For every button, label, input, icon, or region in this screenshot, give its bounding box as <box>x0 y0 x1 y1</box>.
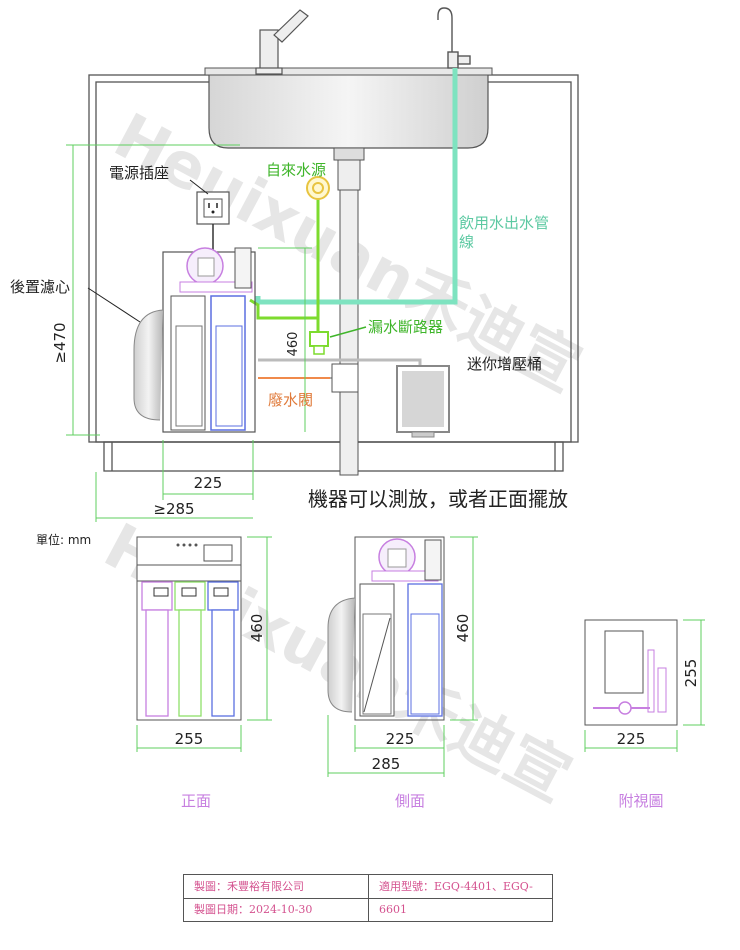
title-block-row-2: 製圖日期：2024-10-30 <box>184 898 552 921</box>
power-socket-leader <box>189 179 209 195</box>
ro-machine-top <box>133 247 256 433</box>
dim-top-depth: 225 <box>617 730 646 748</box>
top-dims <box>584 619 705 752</box>
rear-filter-leader <box>87 287 141 323</box>
waste-valve-box <box>328 363 359 393</box>
outlet-line <box>255 68 458 305</box>
dim-side-height: 460 <box>454 614 472 643</box>
title-block-date: 製圖日期：2024-10-30 <box>184 898 369 921</box>
dim-side-depth: 225 <box>386 730 415 748</box>
drinking-faucet <box>437 7 471 69</box>
power-socket <box>196 191 230 252</box>
leak-breaker <box>309 331 329 355</box>
label-power-socket: 電源插座 <box>109 164 169 182</box>
view-title-front: 正面 <box>181 792 211 810</box>
dim-lines-top <box>66 144 312 522</box>
unit-label: 單位: mm <box>36 532 91 547</box>
title-block-row-1: 製圖：禾豐裕有限公司 適用型號：EGQ-4401、EGQ-6601 <box>184 875 552 916</box>
label-drinking-outlet-1: 飲用水出水管 <box>459 214 549 232</box>
label-rear-filter: 後置濾心 <box>10 278 70 296</box>
label-leak-breaker: 漏水斷路器 <box>368 318 443 336</box>
sink-basin <box>204 67 493 476</box>
feed-line <box>249 298 318 320</box>
mini-pressure-tank <box>396 365 450 438</box>
side-view <box>327 536 445 721</box>
label-mini-pressure-tank: 迷你增壓桶 <box>467 355 542 373</box>
label-tap-water-source: 自來水源 <box>266 161 326 179</box>
tap-valve <box>306 176 330 200</box>
label-waste-valve: 廢水閥 <box>268 391 313 409</box>
main-faucet <box>255 9 309 75</box>
front-dims <box>136 536 272 752</box>
title-block-models: 適用型號：EGQ-4401、EGQ-6601 <box>379 880 533 916</box>
dim-front-height: 460 <box>248 614 266 643</box>
leak-breaker-leader <box>329 326 367 338</box>
dim-front-width: 255 <box>175 730 204 748</box>
title-block: 製圖：禾豐裕有限公司 適用型號：EGQ-4401、EGQ-6601 製圖日期：2… <box>183 874 553 922</box>
top-view <box>584 619 678 726</box>
dim-side-depth-total: 285 <box>372 755 401 773</box>
dim-cabinet-height: ≥470 <box>51 322 69 363</box>
view-title-side: 側面 <box>395 792 425 810</box>
title-block-blank <box>369 898 552 921</box>
front-view <box>136 536 242 721</box>
side-dims <box>327 536 478 777</box>
dim-machine-depth-top: 225 <box>194 474 223 492</box>
view-title-top: 附視圖 <box>618 792 663 810</box>
label-drinking-outlet-2: 線 <box>459 233 474 251</box>
dim-top-height: 255 <box>682 659 700 688</box>
dim-cabinet-depth: ≥285 <box>153 500 194 518</box>
dim-machine-height-top: 460 <box>286 332 301 357</box>
title-block-maker: 製圖：禾豐裕有限公司 <box>184 875 369 898</box>
placement-note: 機器可以測放，或者正面擺放 <box>308 487 568 511</box>
